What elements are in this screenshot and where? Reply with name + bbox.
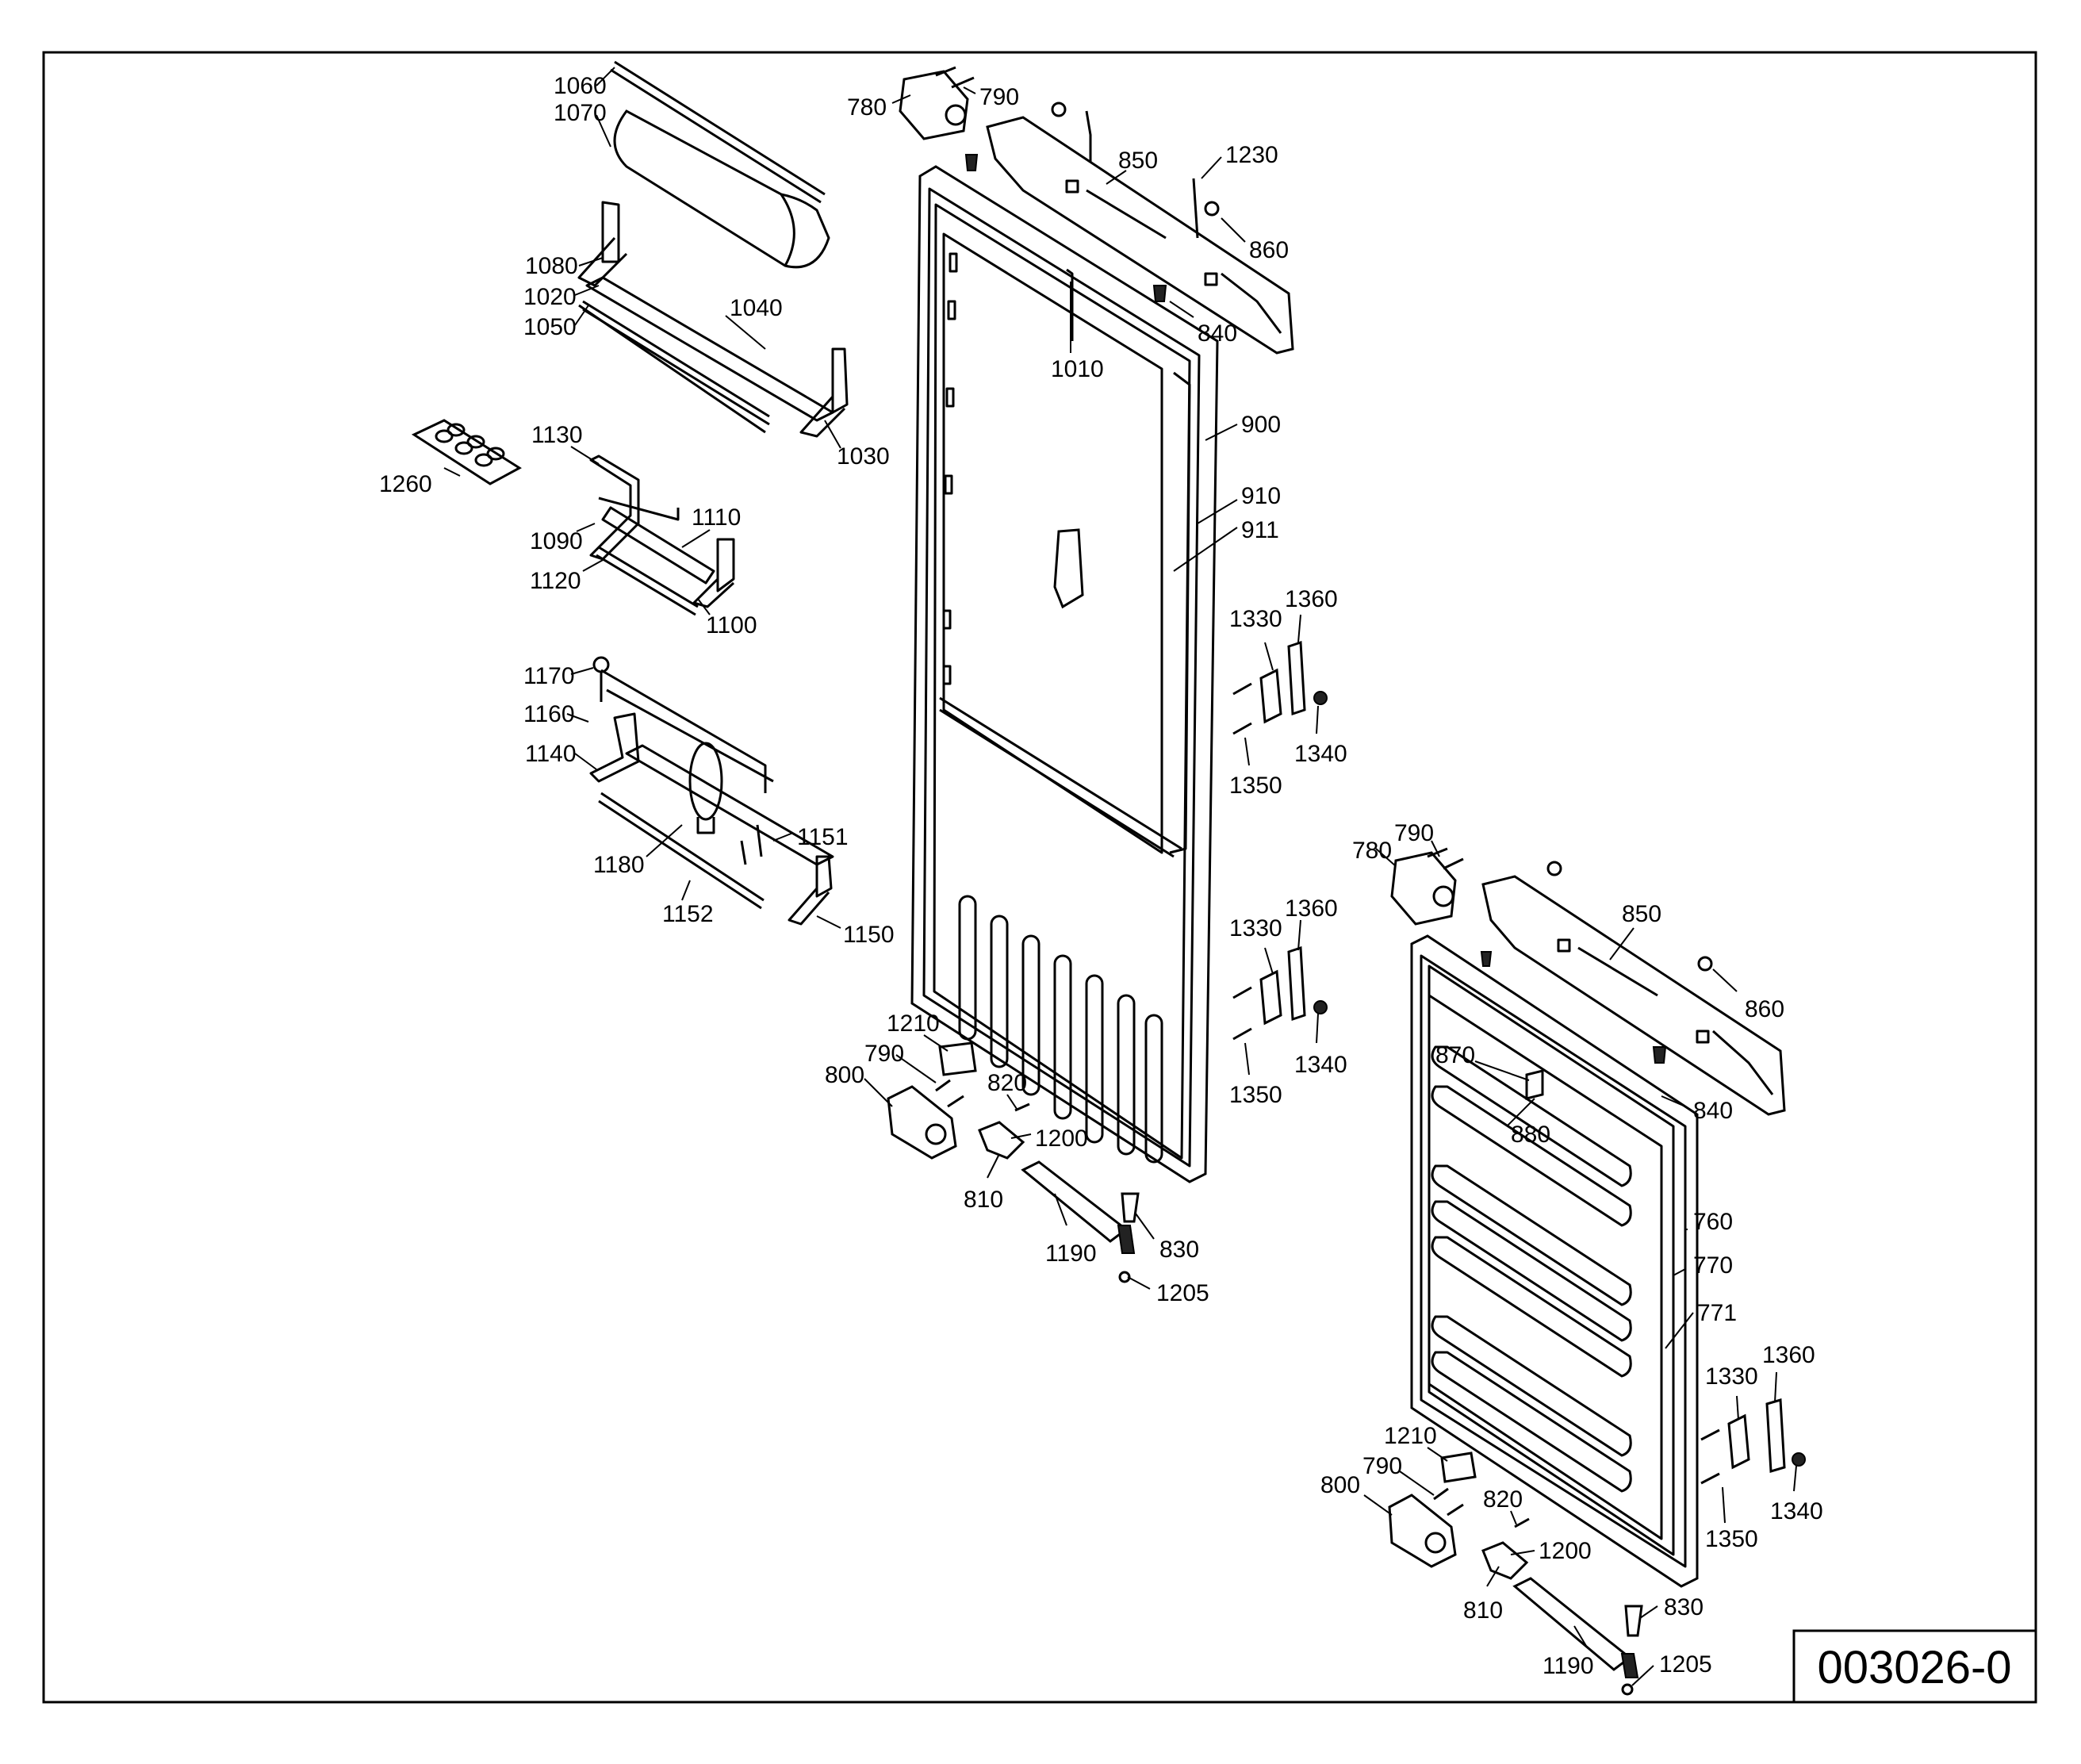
- callout-1360-b: 1360: [1285, 895, 1338, 922]
- callout-1070: 1070: [554, 100, 607, 126]
- callout-810-lower: 810: [1463, 1597, 1503, 1624]
- callout-840-upper: 840: [1198, 320, 1237, 347]
- callout-1340-b: 1340: [1294, 1052, 1347, 1078]
- callout-1010: 1010: [1051, 356, 1104, 382]
- callout-1190-lower: 1190: [1543, 1653, 1594, 1679]
- callout-1230: 1230: [1225, 142, 1278, 168]
- callout-911: 911: [1241, 517, 1279, 543]
- callout-830-lower: 830: [1664, 1594, 1704, 1620]
- callout-850-upper: 850: [1118, 148, 1158, 174]
- callout-1140: 1140: [525, 741, 577, 767]
- callout-1060: 1060: [554, 73, 607, 99]
- callout-1050: 1050: [523, 314, 577, 340]
- callout-1330-b: 1330: [1229, 915, 1282, 941]
- callout-labels: 1060 1070 1080 1020 1050 1040 1030 1260 …: [379, 73, 1823, 1679]
- callout-1130: 1130: [531, 422, 583, 448]
- callout-810-upper: 810: [964, 1187, 1003, 1213]
- callout-1020: 1020: [523, 284, 577, 310]
- callout-1151: 1151: [797, 824, 849, 850]
- callout-800-lower: 800: [1320, 1472, 1360, 1498]
- callout-1090: 1090: [530, 528, 583, 554]
- callout-790-lower-bottom: 790: [1362, 1453, 1402, 1479]
- drawing-frame: [42, 51, 2037, 1704]
- callout-820-upper: 820: [987, 1070, 1027, 1096]
- callout-1340-a: 1340: [1294, 741, 1347, 767]
- lower-hinge-bottom: [1388, 1451, 1643, 1696]
- upper-door-handles: [1232, 640, 1328, 1041]
- callout-1040: 1040: [730, 295, 783, 321]
- callout-771: 771: [1697, 1300, 1737, 1326]
- callout-1360-a: 1360: [1285, 586, 1338, 612]
- callout-1350-c: 1350: [1705, 1526, 1758, 1552]
- callout-1200-lower: 1200: [1539, 1538, 1592, 1564]
- callout-1150: 1150: [843, 922, 895, 948]
- callout-1110: 1110: [692, 504, 741, 531]
- callout-880: 880: [1511, 1122, 1550, 1148]
- upper-hinge-bottom: [887, 1041, 1140, 1283]
- callout-860-upper: 860: [1249, 237, 1289, 263]
- upper-hinge-top: [899, 66, 1294, 355]
- callout-1350-a: 1350: [1229, 773, 1282, 799]
- upper-door: [910, 165, 1219, 1183]
- callout-1260: 1260: [379, 471, 432, 497]
- callout-820-lower: 820: [1483, 1486, 1523, 1513]
- shelf-assembly-middle: [589, 454, 735, 616]
- callout-1330-a: 1330: [1229, 606, 1282, 632]
- lower-door: [1410, 934, 1699, 1588]
- callout-800-upper: 800: [825, 1062, 864, 1088]
- callout-900: 900: [1241, 412, 1281, 438]
- egg-tray: [411, 419, 522, 485]
- callout-1360-c: 1360: [1762, 1342, 1815, 1368]
- callout-1330-c: 1330: [1705, 1363, 1758, 1390]
- callout-1120: 1120: [530, 568, 581, 594]
- drawing-number: 003026-0: [1817, 1642, 2011, 1693]
- callout-850-lower: 850: [1622, 901, 1661, 927]
- callout-1100: 1100: [706, 612, 757, 638]
- callout-1030: 1030: [837, 443, 890, 470]
- callout-1152: 1152: [662, 901, 714, 927]
- callout-1080: 1080: [525, 253, 578, 279]
- callout-760: 760: [1693, 1209, 1733, 1235]
- callout-790-lower: 790: [1394, 820, 1434, 846]
- callout-1180: 1180: [593, 852, 645, 878]
- callout-1210-lower: 1210: [1384, 1423, 1437, 1449]
- callout-1160: 1160: [523, 701, 575, 727]
- callout-770: 770: [1693, 1252, 1733, 1279]
- callout-910: 910: [1241, 483, 1281, 509]
- callout-1340-c: 1340: [1770, 1498, 1823, 1524]
- leader-lines: [443, 67, 1797, 1686]
- lower-door-handles: [1700, 1398, 1806, 1485]
- callout-860-lower: 860: [1745, 996, 1784, 1022]
- callout-780-upper: 780: [847, 94, 887, 121]
- callout-1170: 1170: [523, 663, 575, 689]
- shelf-assembly-top: [577, 60, 849, 438]
- drawing-number-box: [1792, 1629, 2037, 1704]
- lower-hinge-top: [1390, 847, 1786, 1116]
- callout-1200-upper: 1200: [1035, 1126, 1088, 1152]
- callout-830-upper: 830: [1159, 1237, 1199, 1263]
- callout-840-lower: 840: [1693, 1098, 1733, 1124]
- callout-1205-upper: 1205: [1156, 1280, 1209, 1306]
- callout-1190-upper: 1190: [1045, 1241, 1097, 1267]
- shelf-assembly-bottom: [589, 656, 834, 926]
- callout-1205-lower: 1205: [1659, 1651, 1712, 1678]
- callout-1350-b: 1350: [1229, 1082, 1282, 1108]
- callout-790-upper: 790: [979, 84, 1019, 110]
- callout-790-upper-bottom: 790: [864, 1041, 904, 1067]
- callout-1210-upper: 1210: [887, 1010, 940, 1037]
- callout-870: 870: [1435, 1042, 1475, 1068]
- callout-780-lower: 780: [1352, 838, 1392, 864]
